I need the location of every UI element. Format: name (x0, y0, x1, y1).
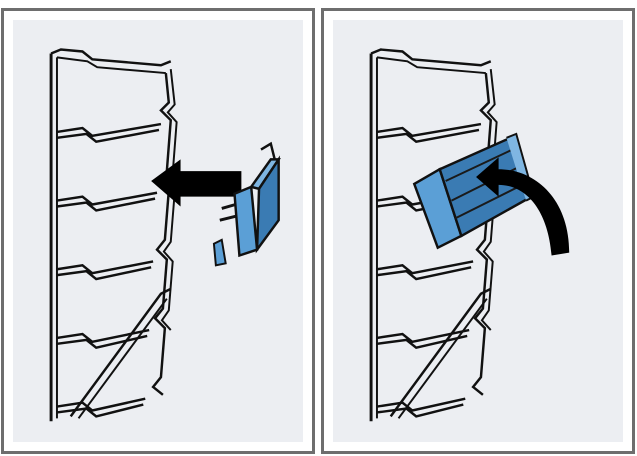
blue-clip-part (212, 141, 281, 267)
oven-rack-left (49, 48, 179, 423)
blue-clip-part-tilted (412, 132, 536, 250)
panel-step-rotate-clip (321, 8, 635, 454)
panel-step-insert-clip (1, 8, 315, 454)
panel-right-drawing (369, 48, 570, 423)
arrow-curved-rotate-icon (476, 157, 570, 256)
panel-left-drawing (49, 48, 281, 423)
panel-background (333, 20, 623, 442)
arrow-left-push-icon (151, 159, 242, 207)
